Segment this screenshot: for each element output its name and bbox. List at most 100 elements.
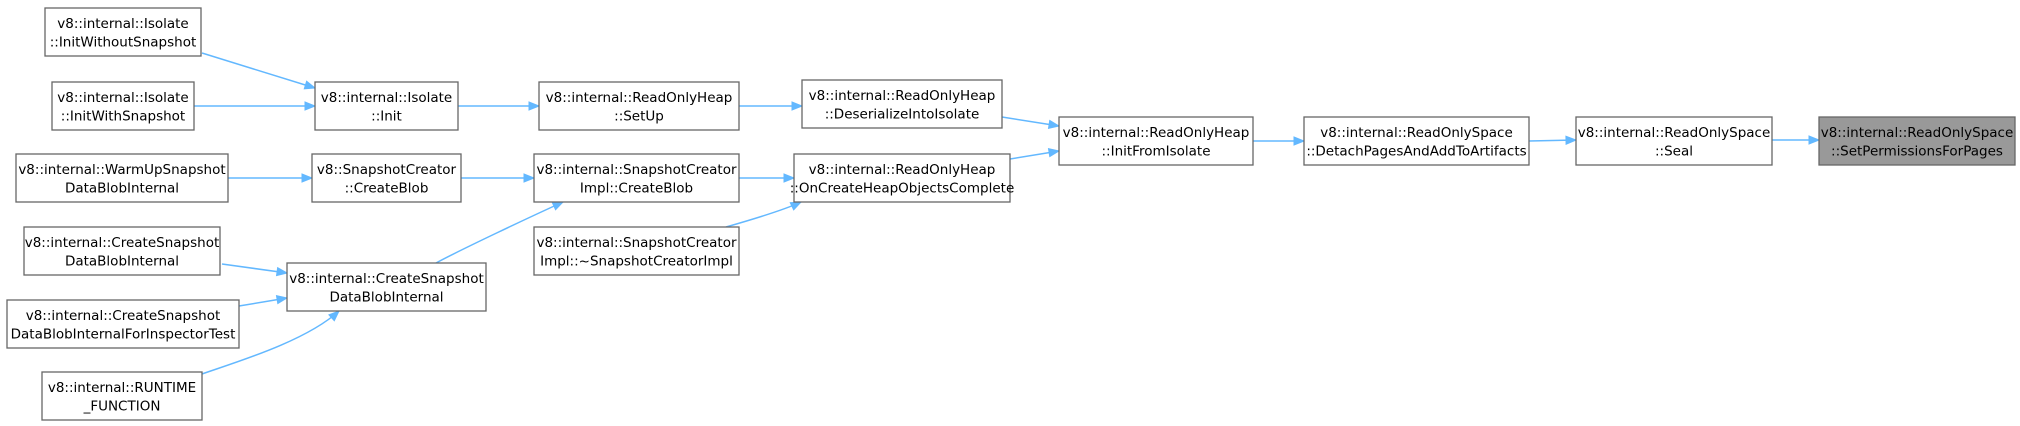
node-sc-createblob[interactable]: v8::SnapshotCreator::CreateBlob [311, 153, 462, 203]
node-label-line: ::Init [371, 108, 402, 124]
edge-n_roh_setup-to-n_roh_deser [739, 101, 804, 111]
node-ros-seal[interactable]: v8::internal::ReadOnlySpace::Seal [1575, 116, 1773, 166]
arrowhead-icon [328, 310, 340, 322]
node-label-line: v8::internal::ReadOnlyHeap [546, 90, 733, 106]
node-box[interactable] [1818, 116, 2016, 166]
node-label-line: ::SetUp [614, 108, 664, 124]
node-label-line: ::OnCreateHeapObjectsComplete [790, 180, 1015, 196]
node-label-line: ::InitWithSnapshot [61, 108, 185, 124]
node-box[interactable] [801, 79, 1003, 129]
node-label-line: v8::internal::ReadOnlySpace [1578, 125, 1771, 141]
edge-n_ros_detach-to-n_ros_seal [1528, 135, 1578, 145]
node-isolateinit[interactable]: v8::internal::Isolate::Init [314, 81, 459, 131]
node-label-line: v8::internal::ReadOnlyHeap [1063, 125, 1250, 141]
node-label-line: v8::internal::CreateSnapshot [26, 308, 221, 324]
arrowhead-icon [275, 295, 289, 305]
arrowhead-icon [304, 101, 317, 111]
node-box[interactable] [15, 153, 229, 203]
edge-n_createinspector-to-n_create2 [238, 295, 289, 307]
node-label-line: ::CreateBlob [345, 180, 429, 196]
edge-line [221, 263, 288, 274]
arrowhead-icon [301, 173, 314, 183]
edge-n_initwithout-to-n_isolateinit [201, 52, 317, 90]
node-label-line: DataBlobInternal [65, 180, 179, 196]
edge-line [201, 52, 316, 89]
node-box[interactable] [533, 226, 740, 276]
node-label-line: v8::internal::ReadOnlySpace [1821, 125, 2014, 141]
arrowhead-icon [303, 80, 317, 90]
arrowhead-icon [783, 173, 796, 183]
node-label-line: v8::internal::SnapshotCreator [536, 235, 736, 251]
node-label-line: v8::internal::ReadOnlyHeap [809, 162, 996, 178]
node-initwithout[interactable]: v8::internal::Isolate::InitWithoutSnapsh… [44, 7, 202, 57]
node-roh-setup[interactable]: v8::internal::ReadOnlyHeap::SetUp [538, 81, 740, 131]
node-create2[interactable]: v8::internal::CreateSnapshotDataBlobInte… [286, 262, 487, 312]
edge-n_roh_oncreate-to-n_roh_initfrom [1009, 148, 1061, 160]
node-label-line: v8::internal::ReadOnlySpace [1320, 125, 1513, 141]
call-graph-nodes: v8::internal::Isolate::InitWithoutSnapsh… [6, 7, 2016, 421]
node-label-line: v8::internal::ReadOnlyHeap [809, 88, 996, 104]
edge-n_initwith-to-n_isolateinit [194, 101, 317, 111]
edge-n_sci_dtor-to-n_roh_oncreate [725, 201, 803, 228]
arrowhead-icon [1565, 135, 1578, 145]
arrowhead-icon [1293, 136, 1306, 146]
node-label-line: ::InitFromIsolate [1101, 143, 1210, 159]
node-label-line: ::DeserializeIntoIsolate [825, 106, 980, 122]
node-label-line: v8::internal::Isolate [57, 16, 188, 32]
edge-n_roh_deser-to-n_roh_initfrom [1001, 116, 1061, 130]
edge-line [201, 310, 340, 375]
arrowhead-icon [1047, 119, 1061, 130]
node-box[interactable] [44, 7, 202, 57]
arrowhead-icon [551, 201, 565, 211]
node-createinspector[interactable]: v8::internal::CreateSnapshotDataBlobInte… [6, 299, 240, 349]
node-box[interactable] [23, 226, 221, 276]
arrowhead-icon [275, 266, 289, 277]
node-ros-setperm[interactable]: v8::internal::ReadOnlySpace::SetPermissi… [1818, 116, 2016, 166]
edge-n_runtime-to-n_create2 [201, 310, 340, 375]
node-sci-createblob[interactable]: v8::internal::SnapshotCreatorImpl::Creat… [533, 153, 740, 203]
node-label-line: ::Seal [1655, 143, 1693, 159]
edge-n_warmup-to-n_sc_createblob [228, 173, 314, 183]
node-box[interactable] [41, 371, 203, 421]
node-roh-deser[interactable]: v8::internal::ReadOnlyHeap::DeserializeI… [801, 79, 1003, 129]
node-label-line: v8::internal::RUNTIME [48, 380, 196, 396]
node-label-line: v8::internal::CreateSnapshot [25, 235, 220, 251]
node-label-line: v8::internal::WarmUpSnapshot [18, 162, 225, 178]
node-box[interactable] [314, 81, 459, 131]
node-label-line: v8::internal::Isolate [57, 90, 188, 106]
node-label-line: DataBlobInternal [65, 253, 179, 269]
edge-line [725, 201, 802, 228]
node-warmup[interactable]: v8::internal::WarmUpSnapshotDataBlobInte… [15, 153, 229, 203]
edge-n_roh_initfrom-to-n_ros_detach [1253, 136, 1306, 146]
node-sci-dtor[interactable]: v8::internal::SnapshotCreatorImpl::~Snap… [533, 226, 740, 276]
node-roh-initfrom[interactable]: v8::internal::ReadOnlyHeap::InitFromIsol… [1058, 116, 1254, 166]
edge-line [435, 201, 564, 264]
edge-n_sc_createblob-to-n_sci_createblob [461, 173, 536, 183]
node-box[interactable] [533, 153, 740, 203]
node-label-line: ::DetachPagesAndAddToArtifacts [1306, 143, 1526, 159]
node-box[interactable] [311, 153, 462, 203]
node-label-line: v8::internal::Isolate [321, 90, 452, 106]
arrowhead-icon [528, 101, 541, 111]
node-box[interactable] [1303, 116, 1530, 166]
node-ros-detach[interactable]: v8::internal::ReadOnlySpace::DetachPages… [1303, 116, 1530, 166]
node-box[interactable] [538, 81, 740, 131]
node-label-line: DataBlobInternal [329, 289, 443, 305]
node-runtime[interactable]: v8::internal::RUNTIME_FUNCTION [41, 371, 203, 421]
node-box[interactable] [1058, 116, 1254, 166]
arrowhead-icon [1047, 148, 1061, 158]
node-box[interactable] [51, 81, 195, 131]
call-graph-edges [194, 52, 1821, 375]
node-box[interactable] [1575, 116, 1773, 166]
node-label-line: DataBlobInternalForInspectorTest [11, 326, 236, 342]
node-box[interactable] [793, 153, 1011, 203]
node-box[interactable] [286, 262, 487, 312]
node-create1[interactable]: v8::internal::CreateSnapshotDataBlobInte… [23, 226, 221, 276]
node-roh-oncreate[interactable]: v8::internal::ReadOnlyHeap::OnCreateHeap… [790, 153, 1015, 203]
edge-n_sci_createblob-to-n_roh_oncreate [739, 173, 796, 183]
node-label-line: v8::internal::SnapshotCreator [536, 162, 736, 178]
node-initwith[interactable]: v8::internal::Isolate::InitWithSnapshot [51, 81, 195, 131]
node-box[interactable] [6, 299, 240, 349]
arrowhead-icon [1808, 135, 1821, 145]
